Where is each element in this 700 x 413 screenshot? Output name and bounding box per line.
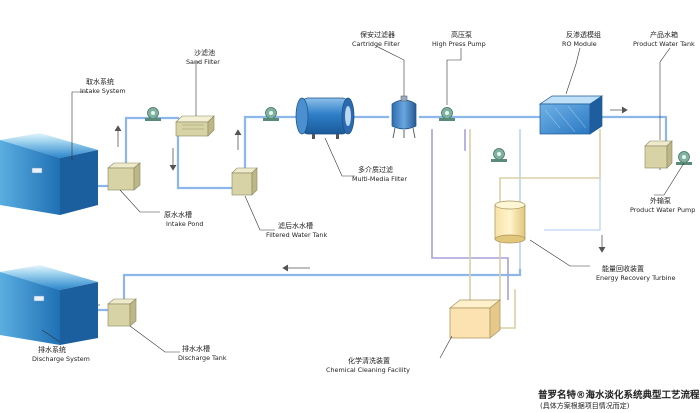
label-product-pump-en: Product Water Pump bbox=[630, 206, 695, 214]
intake-sea bbox=[0, 133, 98, 215]
pipe-intake-to-sand-filter bbox=[124, 116, 180, 167]
pipe-network bbox=[35, 115, 668, 329]
arrow-left-discharge bbox=[282, 264, 310, 272]
leader-cartridge bbox=[375, 45, 405, 96]
discharge-sea-surface bbox=[0, 265, 98, 290]
leader-intake-system bbox=[71, 91, 88, 160]
leader-high-press bbox=[446, 48, 462, 105]
intake-pond-tank bbox=[107, 162, 141, 191]
label-cartridge-en: Cartridge Filter bbox=[352, 40, 400, 48]
ro-module-unit bbox=[538, 95, 604, 135]
sand-filter-basin bbox=[175, 115, 215, 137]
label-high-press-zh: 高压泵 bbox=[451, 30, 472, 39]
label-product-tank-en: Product Water Tank bbox=[633, 40, 695, 48]
arrow-right-ro bbox=[610, 106, 628, 114]
label-intake-pond-en: Intake Pond bbox=[166, 220, 203, 228]
label-intake-pond-zh: 原水水槽 bbox=[164, 210, 192, 219]
discharge-sea-edge bbox=[60, 282, 98, 345]
pipe-chemical-loop-purple bbox=[431, 129, 509, 300]
leader-filtered-tank bbox=[244, 195, 275, 231]
product-water-pump-unit bbox=[676, 151, 692, 165]
leader-product-pump bbox=[654, 162, 685, 196]
energy-recovery-turbine-unit bbox=[494, 200, 526, 244]
diagram-title: 普罗名特®海水淡化系统典型工艺流程图 bbox=[538, 389, 700, 401]
discharge-sea bbox=[0, 265, 98, 345]
pipe-sand-filter-to-filtered-tank bbox=[176, 132, 234, 190]
leader-product-tank bbox=[659, 47, 671, 140]
label-intake-system-zh: 取水系统 bbox=[86, 77, 114, 86]
label-cartridge-zh: 保安过滤器 bbox=[360, 30, 395, 39]
arrow-down-sand bbox=[169, 148, 177, 171]
pipe-turbine-to-discharge bbox=[122, 268, 522, 302]
feed-pump-2 bbox=[263, 107, 279, 121]
label-turbine-en: Energy Recovery Turbine bbox=[596, 274, 676, 282]
label-high-press-en: High Press Pump bbox=[432, 40, 486, 48]
chemical-cleaning-tank bbox=[449, 299, 501, 339]
pipe-ro-to-product-tank bbox=[598, 115, 668, 144]
leader-mmf bbox=[324, 137, 355, 177]
label-discharge-system-en: Discharge System bbox=[32, 355, 90, 363]
label-product-pump-zh: 外输泵 bbox=[650, 196, 671, 205]
label-discharge-system-zh: 排水系统 bbox=[38, 345, 66, 354]
leader-discharge-tank bbox=[129, 325, 180, 353]
leader-lines bbox=[41, 45, 685, 359]
label-turbine-zh: 能量回收装置 bbox=[602, 264, 644, 273]
multi-media-filter-vessel bbox=[295, 97, 355, 139]
high-press-pump bbox=[439, 107, 455, 121]
arrow-up-filtered bbox=[234, 129, 242, 150]
label-product-tank-zh: 产品水箱 bbox=[650, 30, 678, 39]
intake-pipe-head bbox=[31, 167, 43, 174]
label-discharge-tank-en: Discharge Tank bbox=[178, 354, 227, 362]
leader-turbine bbox=[529, 239, 590, 267]
leader-discharge-system bbox=[41, 329, 61, 343]
label-sand-filter-zh: 沙滤池 bbox=[194, 48, 215, 57]
leader-intake-pond bbox=[119, 189, 160, 213]
label-ro-en: RO Module bbox=[562, 40, 597, 48]
flow-arrows bbox=[77, 106, 664, 309]
arrow-down-turbine bbox=[598, 235, 606, 253]
feed-pump-1 bbox=[145, 107, 161, 121]
intake-sea-body bbox=[0, 140, 60, 215]
discharge-pipe-head bbox=[33, 295, 45, 302]
label-filtered-tank-en: Filtered Water Tank bbox=[266, 231, 327, 239]
labels: 取水系统 Intake System 原水水槽 Intake Pond 沙滤池 … bbox=[32, 30, 700, 410]
leader-chemical bbox=[439, 335, 453, 359]
arrow-up-sand bbox=[114, 125, 122, 147]
discharge-tank-unit bbox=[107, 298, 137, 327]
pipe-chemical-return-tan bbox=[499, 289, 516, 329]
label-intake-system-en: Intake System bbox=[80, 87, 126, 95]
label-filtered-tank-zh: 滤后水水槽 bbox=[278, 221, 313, 230]
label-mmf-zh: 多介质过滤 bbox=[358, 165, 393, 174]
label-discharge-tank-zh: 排水水槽 bbox=[182, 344, 210, 353]
pipe-filtered-tank-to-mmf bbox=[243, 115, 302, 170]
diagram-subtitle: (具体方案根据项目情况而定) bbox=[540, 401, 630, 410]
discharge-sea-body bbox=[0, 272, 60, 345]
pipe-turbine-side bbox=[544, 177, 601, 231]
product-water-tank-unit bbox=[644, 140, 673, 169]
label-ro-zh: 反渗透模组 bbox=[566, 30, 601, 39]
booster-pump bbox=[491, 148, 507, 162]
leader-ro bbox=[565, 47, 581, 95]
label-mmf-en: Multi-Media Filter bbox=[352, 175, 407, 183]
label-chemical-zh: 化学清洗装置 bbox=[348, 356, 390, 365]
label-chemical-en: Chemical Cleaning Facility bbox=[326, 366, 410, 374]
label-sand-filter-en: Sand Filter bbox=[186, 58, 220, 66]
filtered-water-tank bbox=[231, 167, 258, 196]
intake-sea-edge bbox=[60, 150, 98, 215]
cartridge-filter-vessel bbox=[391, 95, 417, 139]
leader-sand-filter bbox=[195, 61, 200, 116]
intake-sea-surface bbox=[0, 133, 98, 158]
